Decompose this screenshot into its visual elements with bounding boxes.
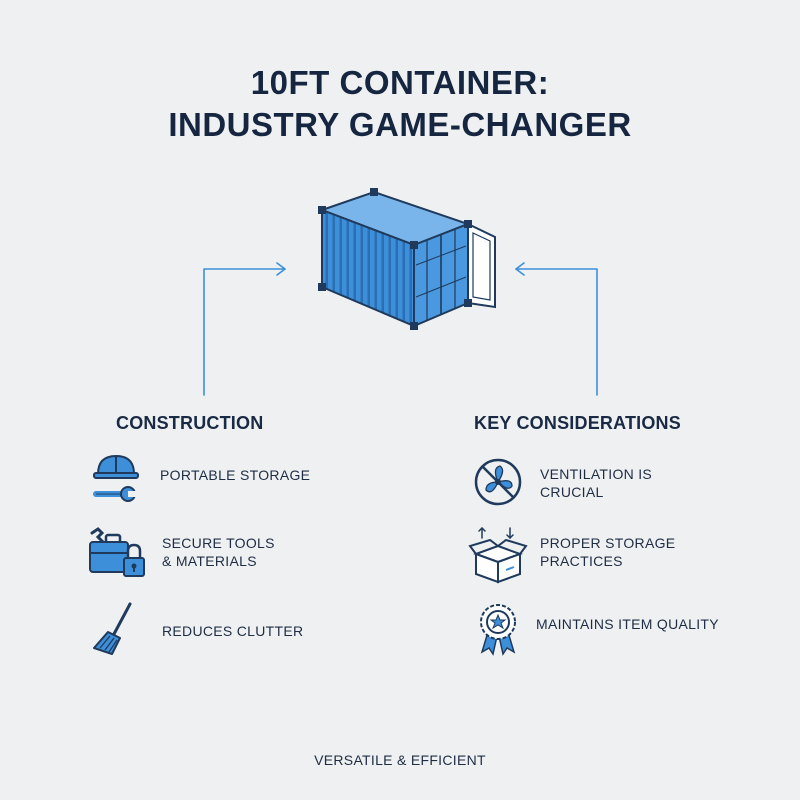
item-text-line-1: PORTABLE STORAGE [160, 467, 311, 483]
construction-heading: CONSTRUCTION [116, 413, 264, 433]
right-arrowhead [515, 262, 525, 276]
page-title: 10FT CONTAINER: INDUSTRY GAME-CHANGER [0, 62, 800, 146]
shipping-container-icon [318, 188, 496, 330]
item-text-line-1: VENTILATION IS [540, 466, 653, 482]
title-line-2: INDUSTRY GAME-CHANGER [168, 106, 632, 143]
toolbox-lock-icon [89, 527, 145, 577]
item-text-line-1: PROPER STORAGE [540, 535, 676, 551]
item-secure-tools: SECURE TOOLS & MATERIALS [162, 534, 275, 570]
item-text-line-2: CRUCIAL [540, 484, 604, 500]
key-considerations-heading: KEY CONSIDERATIONS [474, 413, 681, 433]
title-line-1: 10FT CONTAINER: [250, 64, 550, 101]
quality-award-icon [480, 604, 516, 656]
item-ventilation: VENTILATION IS CRUCIAL [540, 465, 652, 501]
item-text-line-1: REDUCES CLUTTER [162, 623, 304, 639]
item-text-line-1: MAINTAINS ITEM QUALITY [536, 616, 719, 632]
storage-box-icon [468, 526, 528, 584]
item-text-line-2: PRACTICES [540, 553, 623, 569]
left-arrowhead [276, 262, 286, 276]
item-storage-practices: PROPER STORAGE PRACTICES [540, 534, 675, 570]
item-reduces-clutter: REDUCES CLUTTER [162, 622, 303, 640]
item-text-line-1: SECURE TOOLS [162, 535, 275, 551]
item-text-line-2: & MATERIALS [162, 553, 257, 569]
footer-tagline: VERSATILE & EFFICIENT [314, 752, 486, 768]
left-connector-arrow [203, 268, 286, 396]
right-connector-arrow [515, 268, 598, 396]
broom-icon [93, 602, 132, 655]
item-maintains-quality: MAINTAINS ITEM QUALITY [536, 615, 719, 633]
hardhat-wrench-icon [93, 454, 139, 502]
item-portable-storage: PORTABLE STORAGE [160, 466, 310, 484]
ventilation-fan-icon [474, 458, 522, 506]
